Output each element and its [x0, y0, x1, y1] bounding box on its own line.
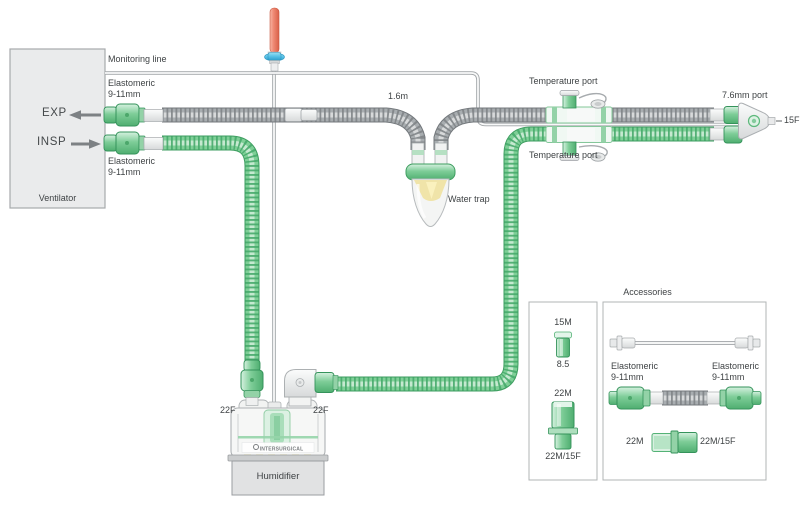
bag-spike-icon — [264, 7, 285, 72]
label-humidifier: Humidifier — [256, 471, 300, 482]
y-piece-icon — [709, 102, 782, 144]
label-insp: INSP — [37, 136, 67, 148]
flex-connector-icon — [608, 386, 762, 410]
label-monitoring-line: Monitoring line — [108, 54, 167, 64]
insp-elastomeric-connector — [103, 131, 164, 155]
label-accessories-title: Accessories — [623, 287, 672, 297]
label-22f-right: 22F — [313, 405, 329, 415]
label-temperature-port-bottom: Temperature port — [529, 150, 598, 160]
label-water-trap: Water trap — [448, 194, 490, 204]
exp-elastomeric-connector — [103, 103, 164, 127]
label-exp: EXP — [42, 107, 67, 119]
intersurgical-logo-icon — [252, 444, 259, 450]
tube-joint — [284, 108, 318, 122]
label-adapter-22m: 22M — [626, 436, 644, 446]
label-elastomeric-insp: Elastomeric 9-11mm — [108, 156, 156, 177]
label-22m-15f: 22M/15F — [545, 451, 581, 461]
inspiratory-tube — [162, 143, 252, 362]
humidifier-brand-text: INTERSURGICAL — [259, 446, 304, 453]
label-15m: 15M — [554, 317, 572, 327]
label-22m: 22M — [554, 388, 572, 398]
label-ventilator: Ventilator — [38, 193, 77, 203]
humidifier-base — [231, 460, 325, 496]
exp-flow-arrow — [69, 110, 101, 120]
label-22f-left: 22F — [220, 405, 236, 415]
label-elastomeric-acc-right: Elastomeric 9-11mm — [712, 361, 760, 382]
label-7-6mm-port: 7.6mm port — [722, 90, 768, 100]
label-tube-length: 1.6m — [388, 91, 409, 101]
ventilator-box — [9, 48, 106, 209]
label-elastomeric-exp: Elastomeric 9-11mm — [108, 78, 156, 99]
label-elastomeric-acc-left: Elastomeric 9-11mm — [611, 361, 659, 382]
adapter-22m-15f-icon — [548, 401, 578, 450]
label-15f: 15F — [784, 115, 800, 125]
water-trap-icon — [405, 142, 456, 227]
temperature-port-bottom-icon — [545, 126, 613, 162]
label-temperature-port-top: Temperature port — [529, 76, 598, 86]
humidifier-outlet-elbow — [284, 369, 339, 407]
adapter-22m-icon — [651, 430, 698, 454]
label-adapter-22m-15f: 22M/15F — [700, 436, 736, 446]
temperature-port-top-icon — [545, 90, 613, 124]
label-8-5: 8.5 — [556, 359, 570, 369]
monitoring-line — [105, 71, 750, 127]
insp-flow-arrow — [71, 139, 101, 149]
humidifier-brand: INTERSURGICAL — [242, 444, 314, 453]
connector-15m-icon — [554, 331, 572, 358]
humidifier-inlet-connector — [240, 359, 264, 406]
monitoring-extension-icon — [609, 335, 761, 351]
